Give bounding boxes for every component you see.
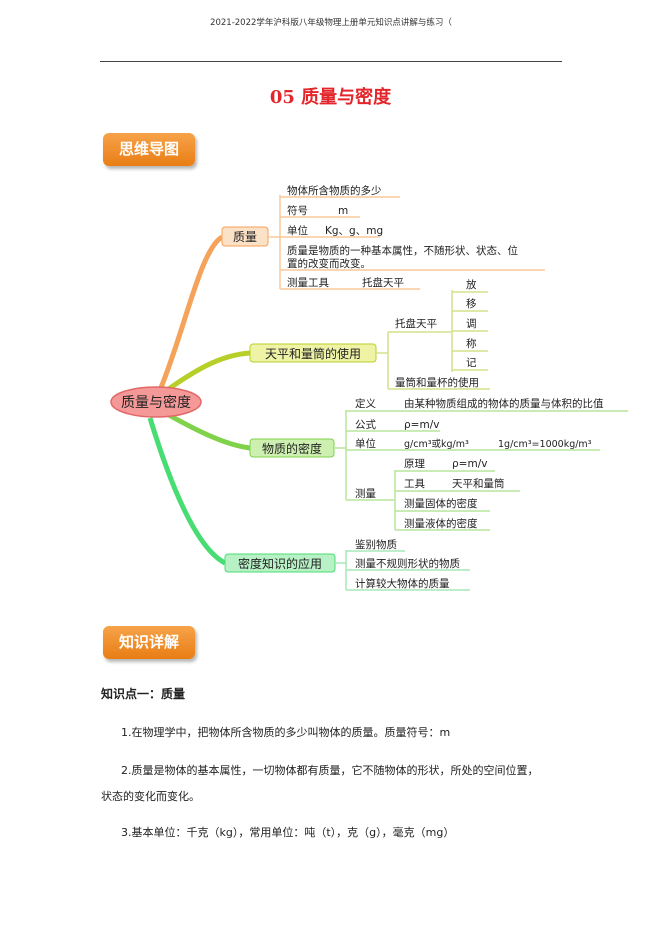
balance-cylinder: 量筒和量杯的使用 <box>395 376 479 389</box>
header-divider <box>100 61 562 62</box>
density-measure-liquid: 测量液体的密度 <box>404 517 478 530</box>
density-tool-value: 天平和量筒 <box>452 477 505 490</box>
density-principle-label: 原理 <box>404 458 425 470</box>
knowledge-point-title: 知识点一：质量 <box>101 687 186 701</box>
mass-property-line1: 质量是物质的一种基本属性，不随形状、状态、位 <box>287 244 518 257</box>
density-measure-solid: 测量固体的密度 <box>404 497 478 510</box>
balance-step-2: 移 <box>466 297 477 310</box>
branch-application <box>147 417 227 566</box>
density-principle-value: ρ=m/v <box>452 458 487 470</box>
balance-step-1: 放 <box>466 278 477 291</box>
page-header: 2021-2022学年沪科版八年级物理上册单元知识点讲解与练习（ <box>210 18 452 28</box>
mass-symbol-label: 符号 <box>287 204 308 217</box>
density-unit-conversion: 1g/cm³=1000kg/m³ <box>498 439 592 450</box>
balance-step-3: 调 <box>466 318 477 330</box>
mass-tool-value: 托盘天平 <box>362 276 404 289</box>
density-measure-label: 测量 <box>355 487 376 500</box>
knowledge-paragraph-1: 1.在物理学中，把物体所含物质的多少叫物体的质量。质量符号：m <box>121 726 451 739</box>
balance-step-4: 称 <box>466 337 477 350</box>
center-label: 质量与密度 <box>121 394 191 411</box>
balance-tray: 托盘天平 <box>395 317 437 330</box>
mass-symbol-value: m <box>338 205 348 217</box>
knowledge-paragraph-2-line2: 状态的变化而变化。 <box>101 790 200 803</box>
center-node <box>110 386 202 418</box>
density-formula-value: ρ=m/v <box>404 419 439 431</box>
node-density-label: 物质的密度 <box>262 441 322 456</box>
node-balance-label: 天平和量筒的使用 <box>265 346 361 361</box>
mass-unit-value: Kg、g、mg <box>325 225 383 237</box>
page-title: 05 质量与密度 <box>269 87 392 108</box>
density-formula-label: 公式 <box>355 418 376 431</box>
knowledge-paragraph-3: 3.基本单位：千克（kg），常用单位：吨（t），克（g），毫克（mg） <box>121 826 455 839</box>
application-item-3: 计算较大物体的质量 <box>355 577 450 590</box>
density-tool-label: 工具 <box>404 478 425 490</box>
density-unit-label: 单位 <box>355 437 376 450</box>
balance-step-5: 记 <box>466 357 477 369</box>
application-item-1: 鉴别物质 <box>355 538 397 551</box>
knowledge-paragraph-2-line1: 2.质量是物体的基本属性，一切物体都有质量，它不随物体的形状，所处的空间位置， <box>121 764 539 777</box>
density-def-value: 由某种物质组成的物体的质量与体积的比值 <box>404 397 604 410</box>
application-item-2: 测量不规则形状的物质 <box>355 557 460 570</box>
mass-unit-label: 单位 <box>287 224 308 237</box>
mass-def: 物体所含物质的多少 <box>287 184 382 197</box>
mass-property-line2: 置的改变而改变。 <box>287 257 371 270</box>
section-tag-knowledge: 知识详解 <box>103 626 195 659</box>
node-mass-label: 质量 <box>233 230 257 244</box>
mass-tool-label: 测量工具 <box>287 276 329 289</box>
section-tag-mindmap: 思维导图 <box>103 133 195 166</box>
density-def-label: 定义 <box>355 397 376 410</box>
branch-mass <box>157 234 224 391</box>
node-application-label: 密度知识的应用 <box>238 556 322 571</box>
density-unit-value: g/cm³或kg/m³ <box>404 438 469 450</box>
